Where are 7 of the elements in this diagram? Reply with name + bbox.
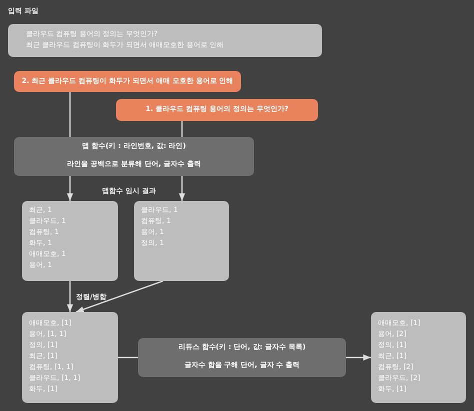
result-box [22,201,118,281]
result-box [134,201,229,281]
result-box [22,312,118,403]
result-box [371,312,466,403]
input-box [8,24,322,57]
function-box [14,137,254,176]
function-box [138,338,346,377]
